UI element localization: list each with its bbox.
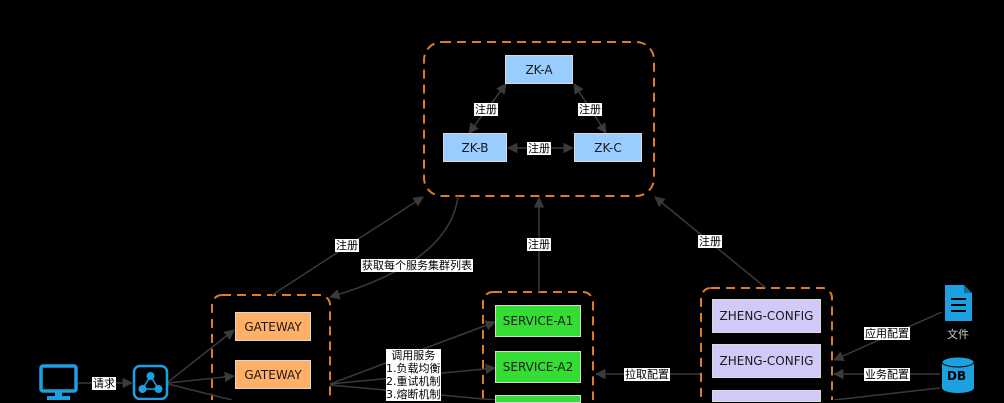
edge-balancer-gateway-1 bbox=[167, 329, 235, 383]
service-a2-node: SERVICE-A2 bbox=[495, 351, 581, 383]
config-cluster-frame bbox=[700, 287, 833, 400]
config-register-label: 注册 bbox=[698, 235, 722, 248]
call-service-note: 调用服务 1.负载均衡 2.重试机制 3.熔断机制 bbox=[386, 349, 441, 401]
client-monitor-icon bbox=[39, 364, 78, 400]
zk-a-node: ZK-A bbox=[505, 55, 573, 84]
edge-db-config-lower bbox=[833, 387, 941, 400]
edge-balancer-gateway-3 bbox=[167, 383, 233, 400]
config-node-partial bbox=[712, 390, 821, 402]
fetch-service-list-label: 获取每个服务集群列表 bbox=[361, 259, 473, 272]
gateway-node: GATEWAY bbox=[235, 360, 311, 389]
zk-register-label-left: 注册 bbox=[474, 103, 498, 116]
load-balancer-icon bbox=[132, 364, 169, 400]
database-icon bbox=[941, 356, 975, 393]
db-caption: DB bbox=[947, 369, 967, 383]
request-label: 请求 bbox=[92, 377, 116, 390]
zk-register-label-middle: 注册 bbox=[527, 142, 551, 155]
business-config-label: 业务配置 bbox=[864, 368, 910, 381]
edge-balancer-gateway-2 bbox=[167, 371, 236, 384]
pull-config-label: 拉取配置 bbox=[624, 368, 670, 381]
zk-b-node: ZK-B bbox=[443, 133, 507, 162]
app-config-label: 应用配置 bbox=[864, 327, 910, 340]
service-a1-node: SERVICE-A1 bbox=[495, 305, 581, 337]
gateway-node: GATEWAY bbox=[235, 312, 311, 341]
service-node-partial bbox=[495, 395, 581, 403]
config-node: ZHENG-CONFIG bbox=[712, 344, 821, 378]
config-node: ZHENG-CONFIG bbox=[712, 299, 821, 333]
gateway-register-label: 注册 bbox=[335, 239, 359, 252]
file-icon bbox=[945, 285, 972, 321]
zk-c-node: ZK-C bbox=[574, 133, 642, 162]
edge-fetch-service-list bbox=[328, 195, 459, 300]
service-register-label: 注册 bbox=[527, 238, 551, 251]
zk-cluster-frame bbox=[423, 41, 655, 197]
file-caption: 文件 bbox=[947, 328, 969, 341]
gateway-cluster-frame bbox=[211, 294, 331, 400]
service-cluster-frame bbox=[482, 291, 594, 400]
zk-register-label-right: 注册 bbox=[578, 103, 602, 116]
